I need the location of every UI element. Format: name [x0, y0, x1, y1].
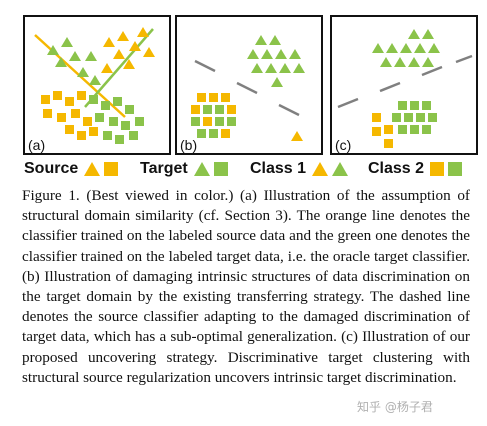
legend-target: Target: [140, 160, 228, 178]
panel-c: (c): [330, 15, 478, 155]
panel-b: (b): [175, 15, 323, 155]
target-class1-triangles: [372, 29, 440, 67]
panel-a-illustration: [34, 27, 155, 144]
legend-source: Source: [24, 160, 119, 178]
green-square-icon: [213, 162, 228, 176]
legend-class2-label: Class 2: [368, 160, 425, 177]
panel-b-label: (b): [180, 137, 198, 153]
source-class1-triangles: [101, 27, 155, 73]
orange-square-icon: [104, 162, 119, 176]
panel-b-illustration: [191, 35, 305, 141]
class2-squares: [191, 93, 236, 138]
orange-triangle-icon: [312, 162, 329, 176]
legend-class2: Class 2: [368, 160, 463, 178]
legend-target-label: Target: [140, 160, 188, 177]
target-classifier-line: [84, 28, 154, 108]
legend-source-label: Source: [24, 160, 79, 177]
dashed-classifier: [337, 54, 473, 109]
panel-c-illustration: [337, 29, 473, 148]
panel-c-label: (c): [335, 137, 352, 153]
watermark: 知乎 @杨子君: [357, 400, 433, 414]
figure-legend: Source Target Class 1 Class 2: [0, 158, 487, 182]
source-class1-triangle: [291, 131, 303, 141]
green-triangle-icon: [332, 162, 349, 176]
figure-panels: (a): [0, 0, 487, 160]
figure-caption: Figure 1. (Best viewed in color.) (a) Il…: [22, 186, 470, 388]
class2-squares: [41, 91, 144, 144]
legend-class1-label: Class 1: [250, 160, 307, 177]
panel-a: (a): [23, 15, 171, 155]
target-class1-triangles: [47, 37, 101, 85]
legend-class1: Class 1: [250, 160, 352, 178]
caption-text: Figure 1. (Best viewed in color.) (a) Il…: [22, 187, 470, 386]
target-class2-squares: [392, 101, 437, 134]
orange-triangle-icon: [84, 162, 101, 176]
target-class1-triangles: [247, 35, 305, 87]
green-triangle-icon: [193, 162, 210, 176]
panel-a-label: (a): [28, 137, 46, 153]
orange-square-icon: [430, 162, 445, 176]
dashed-source-classifier: [194, 59, 300, 117]
source-class2-squares: [372, 113, 393, 148]
green-square-icon: [448, 162, 463, 176]
